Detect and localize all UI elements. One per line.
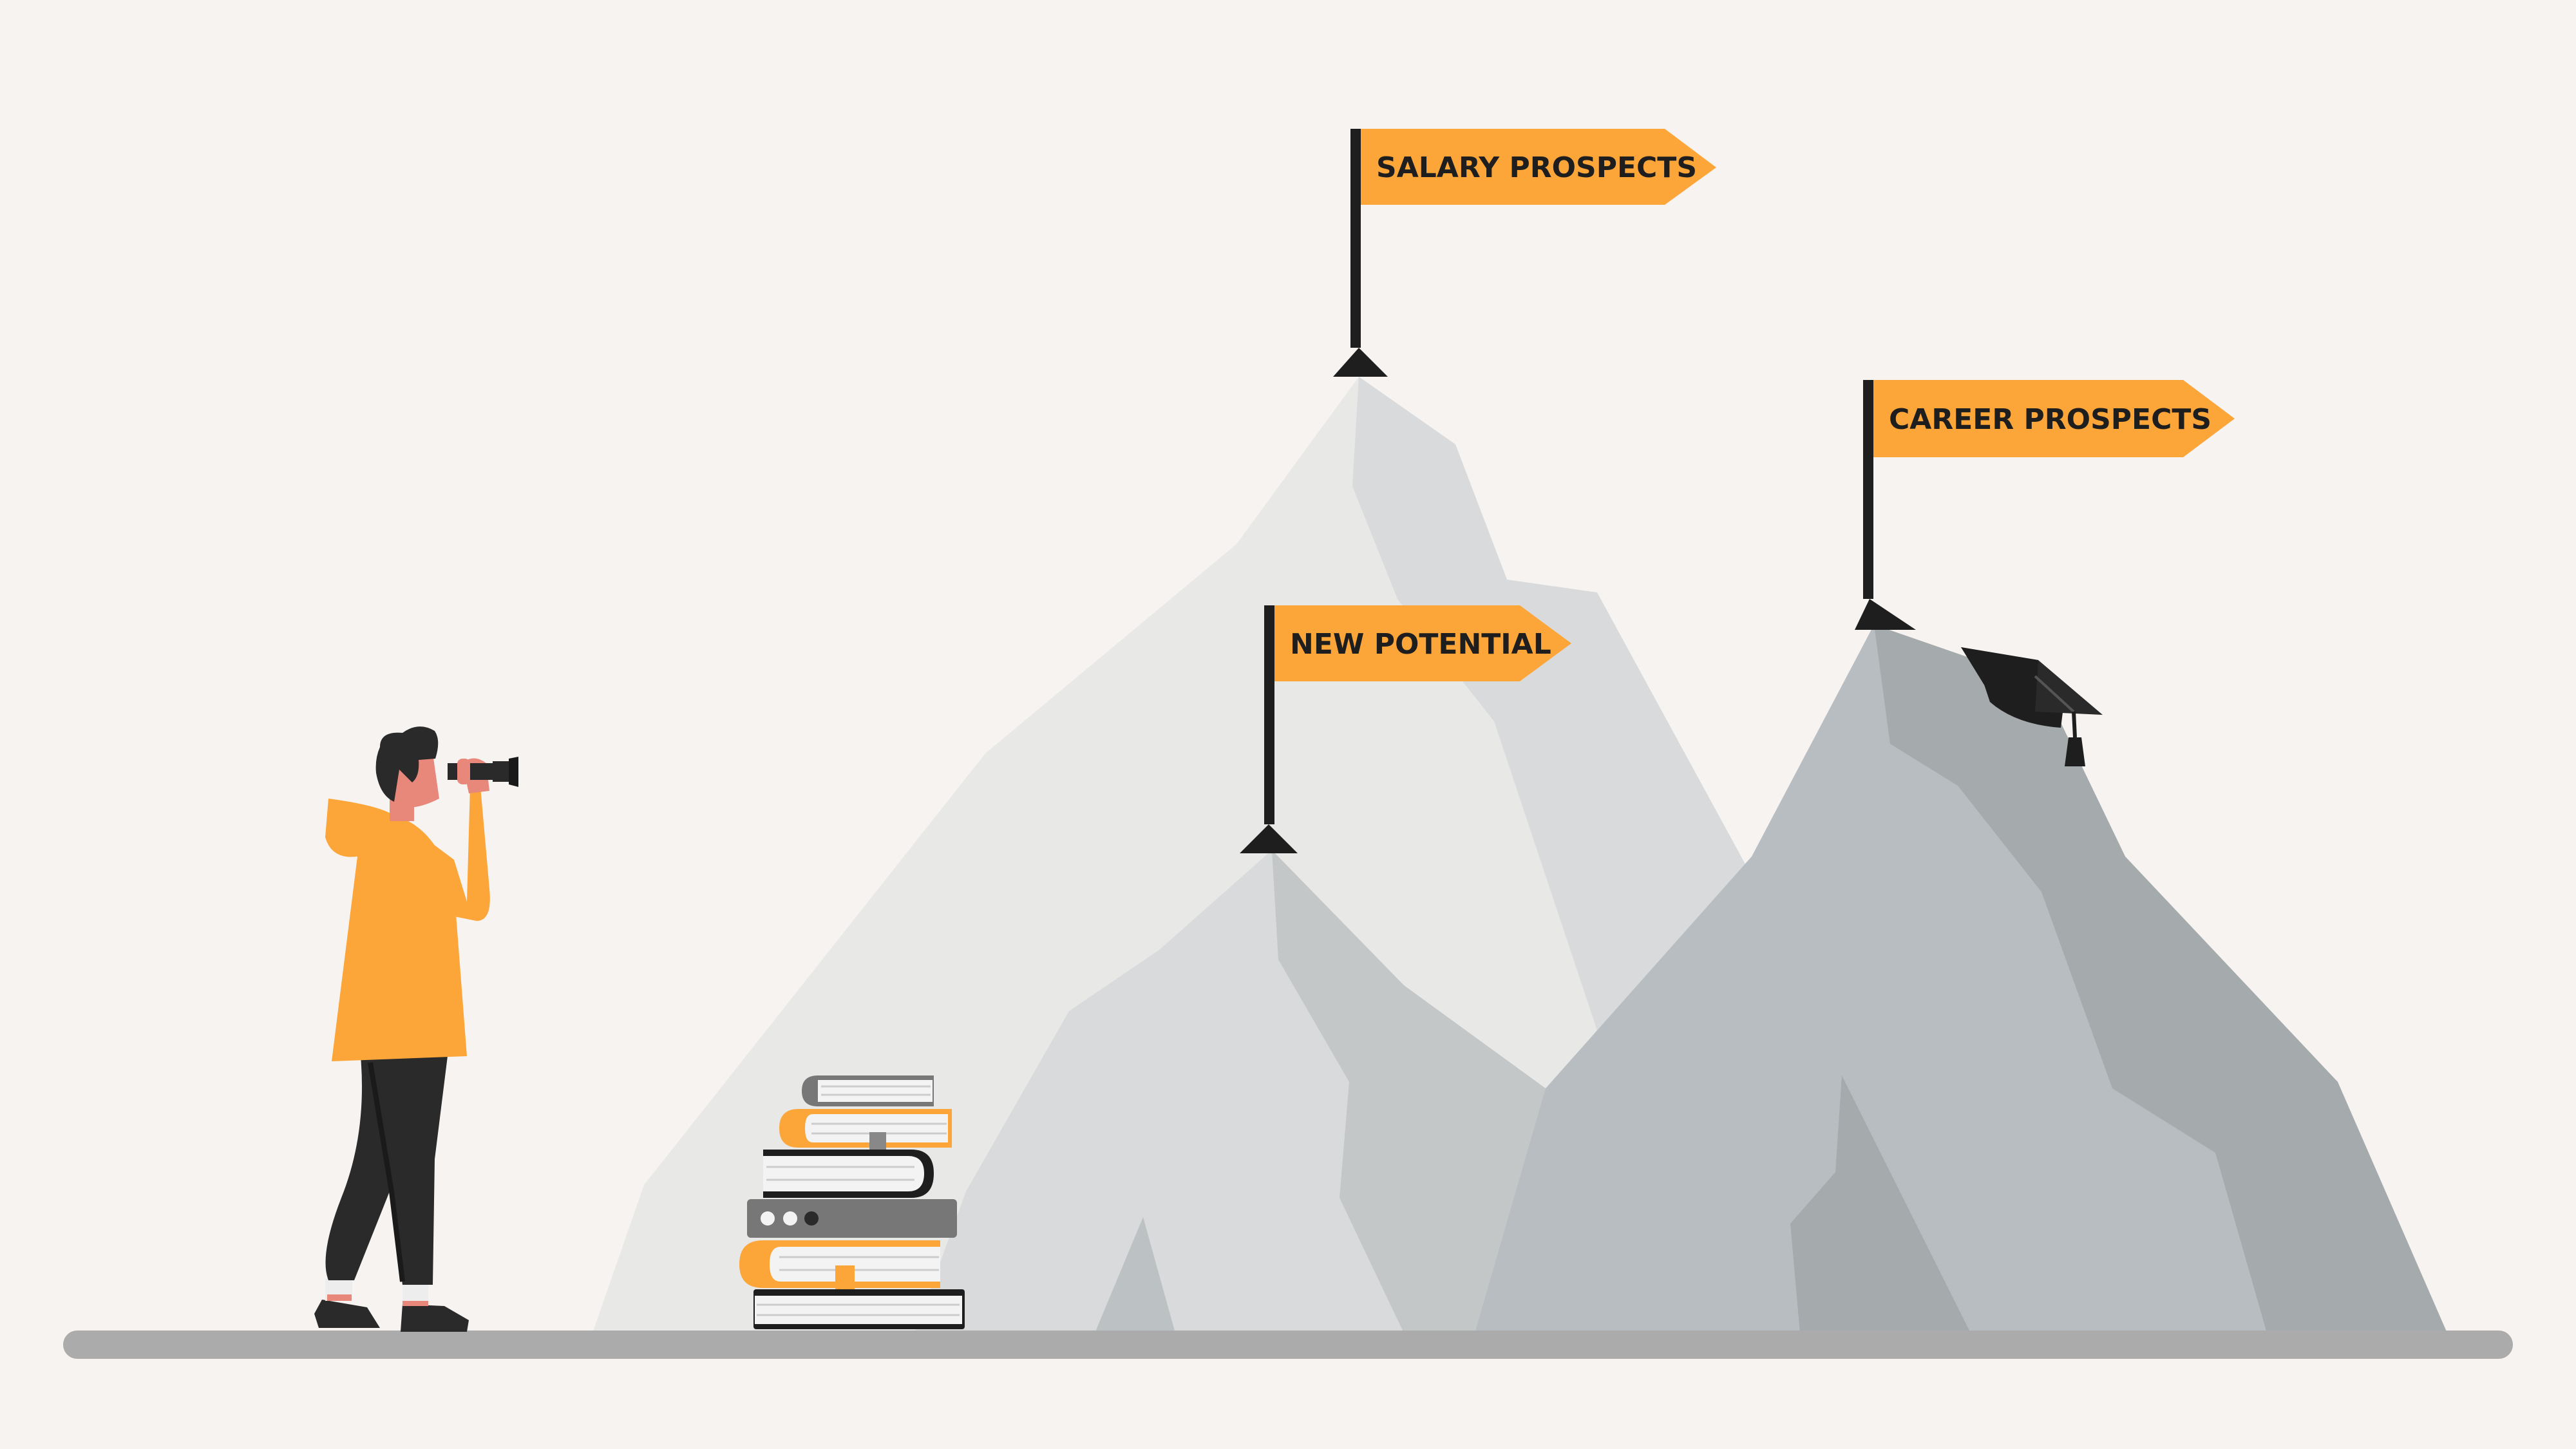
flag-salary-label: SALARY PROSPECTS: [1376, 151, 1697, 184]
mountain-small: [914, 850, 1546, 1333]
flag-career-label: CAREER PROSPECTS: [1889, 403, 2211, 436]
mountain-right: [1475, 625, 2447, 1333]
flag-icon: [1361, 129, 1716, 205]
flag-icon: [1274, 605, 1571, 681]
book-stack-icon: [739, 1075, 965, 1329]
telescope-icon: [448, 757, 518, 787]
flag-icon: [1873, 380, 2235, 457]
flag-potential: NEW POTENTIAL: [1240, 605, 1571, 853]
person: [314, 726, 518, 1332]
graduation-cap-icon: [1961, 647, 2103, 766]
flag-salary: SALARY PROSPECTS: [1333, 129, 1716, 377]
flag-career: CAREER PROSPECTS: [1855, 380, 2235, 630]
flag-potential-label: NEW POTENTIAL: [1290, 628, 1551, 661]
